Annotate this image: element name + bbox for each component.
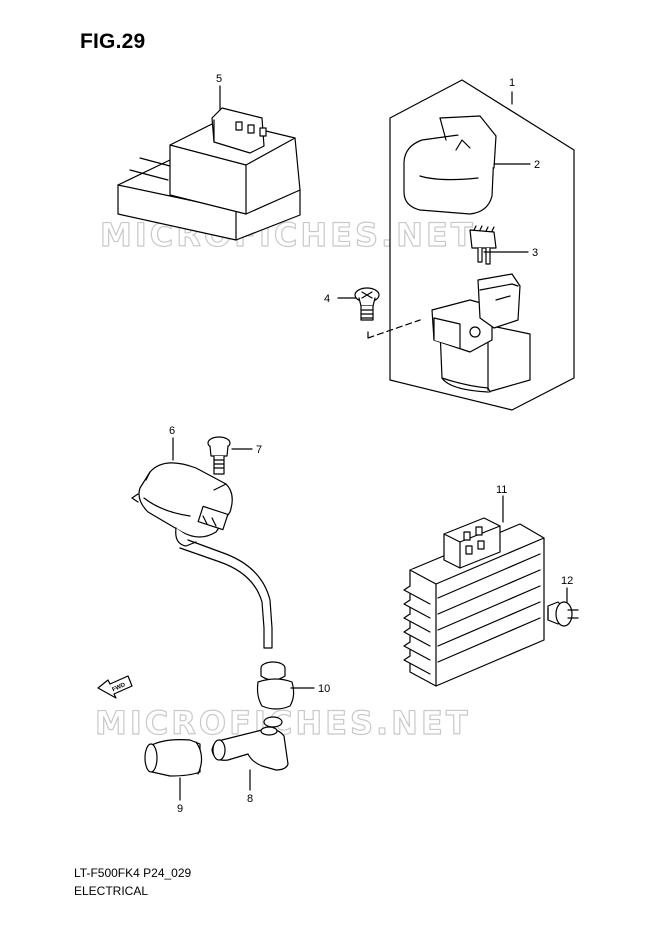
leader-lines [172,85,568,801]
fwd-arrow-icon: FWD [97,675,133,699]
footer-model-code: LT-F500FK4 P24_029 [74,866,192,880]
callout-numbers: 1 2 3 4 5 6 7 8 9 10 11 12 [169,73,573,815]
part-2-cover [403,115,497,215]
part-4-screw [354,287,380,321]
callout-6: 6 [169,425,175,437]
callout-2: 2 [534,159,540,171]
callout-5: 5 [216,73,222,85]
fwd-label: FWD [112,682,128,693]
part-7-bolt [207,436,231,475]
part-10-cap [256,661,295,728]
callout-12: 12 [561,575,573,587]
part-6-ignition-coil [131,462,233,547]
part-1-assembly-outline [389,79,575,411]
part-11-regulator [403,517,545,687]
part-9-boot [144,739,203,777]
callout-3: 3 [532,247,538,259]
part-8-plug-cap [211,726,289,771]
figure-title: FIG.29 [80,30,146,53]
callout-11: 11 [496,484,507,496]
part-12-bolt [547,601,579,627]
relay-body [431,273,531,393]
callout-10: 10 [318,683,330,695]
callout-1: 1 [509,77,515,89]
callout-8: 8 [247,793,253,805]
callout-9: 9 [177,803,183,815]
part-3-fuse [469,225,497,265]
callout-7: 7 [256,444,262,456]
callout-4: 4 [324,293,330,305]
part-4-leader [367,319,421,339]
part-5-module [117,107,301,241]
ht-lead-wire [179,539,273,649]
footer-section-name: ELECTRICAL [74,884,149,898]
